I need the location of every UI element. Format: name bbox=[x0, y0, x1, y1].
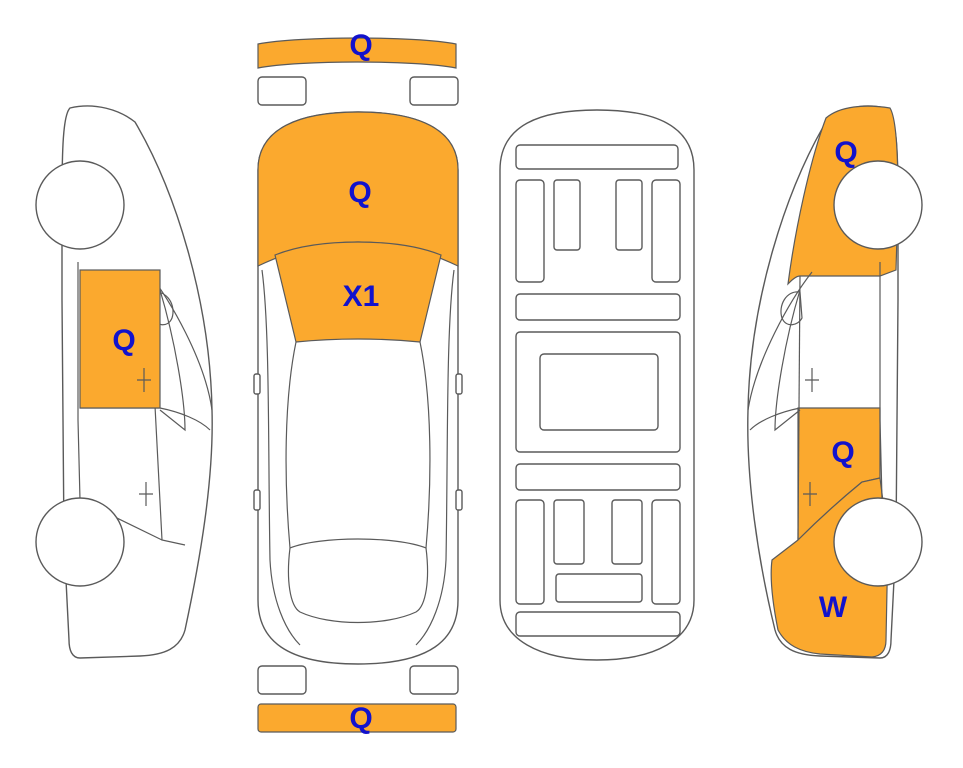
underbody-panel-13 bbox=[651, 499, 681, 605]
left-side-view: Q bbox=[35, 105, 213, 659]
rear-window-outline bbox=[287, 547, 429, 624]
underbody-panel-3 bbox=[553, 179, 581, 251]
right-side-view: Q Q W bbox=[747, 105, 923, 659]
underbody-panel-10 bbox=[515, 499, 545, 605]
underbody-panel-4 bbox=[615, 179, 643, 251]
underbody-panel-6 bbox=[515, 293, 681, 321]
right-front-wheel bbox=[833, 497, 923, 587]
rear-bumper-code: Q bbox=[349, 702, 372, 735]
left-rear-wheel bbox=[35, 497, 125, 587]
top-view: Q Q X1 Q bbox=[253, 29, 463, 735]
right-rear-wheel bbox=[833, 160, 923, 250]
left-a-pillar-line bbox=[261, 269, 301, 646]
right-rear-handle-top bbox=[455, 489, 463, 511]
front-right-light bbox=[409, 76, 459, 106]
left-front-wheel bbox=[35, 160, 125, 250]
underbody-panel-15 bbox=[515, 611, 681, 637]
right-front-door-handle bbox=[805, 368, 819, 392]
underbody-panel-8 bbox=[539, 353, 659, 431]
windshield-code: X1 bbox=[343, 280, 380, 313]
underbody-panel-9 bbox=[515, 463, 681, 491]
right-side-door-split bbox=[749, 407, 801, 431]
rear-left-light bbox=[257, 665, 307, 695]
left-front-door-damage bbox=[79, 269, 161, 409]
underbody-panel-12 bbox=[611, 499, 643, 565]
left-front-door-code: Q bbox=[112, 324, 135, 357]
underbody-panel-5 bbox=[651, 179, 681, 283]
rear-bumper-damage bbox=[257, 703, 457, 733]
front-bumper-code: Q bbox=[349, 29, 372, 62]
right-rear-fender-code: Q bbox=[834, 136, 857, 169]
right-side-mirror bbox=[780, 291, 803, 326]
windshield-damage bbox=[274, 241, 442, 343]
right-side-window-line bbox=[747, 271, 813, 432]
underbody-panel-11 bbox=[553, 499, 585, 565]
right-rear-door-code: Q bbox=[831, 436, 854, 469]
left-mirror-top bbox=[253, 373, 261, 395]
underbody-panel-1 bbox=[515, 144, 679, 170]
hood-code: Q bbox=[348, 176, 371, 209]
left-rear-door-handle bbox=[139, 482, 153, 506]
right-rear-door-handle bbox=[803, 482, 817, 506]
underbody-view bbox=[499, 109, 695, 661]
right-a-pillar-line bbox=[415, 269, 455, 646]
right-mirror-top bbox=[455, 373, 463, 395]
left-side-sill bbox=[77, 262, 163, 541]
front-bumper-damage bbox=[257, 37, 457, 69]
left-front-door-handle bbox=[137, 368, 151, 392]
right-front-fender-code: W bbox=[819, 591, 848, 624]
right-side-sill bbox=[879, 262, 883, 501]
front-left-light bbox=[257, 76, 307, 106]
rear-right-light bbox=[409, 665, 459, 695]
left-rear-handle-top bbox=[253, 489, 261, 511]
roof-outline bbox=[285, 341, 431, 549]
underbody-panel-14 bbox=[555, 573, 643, 603]
underbody-panel-2 bbox=[515, 179, 545, 283]
